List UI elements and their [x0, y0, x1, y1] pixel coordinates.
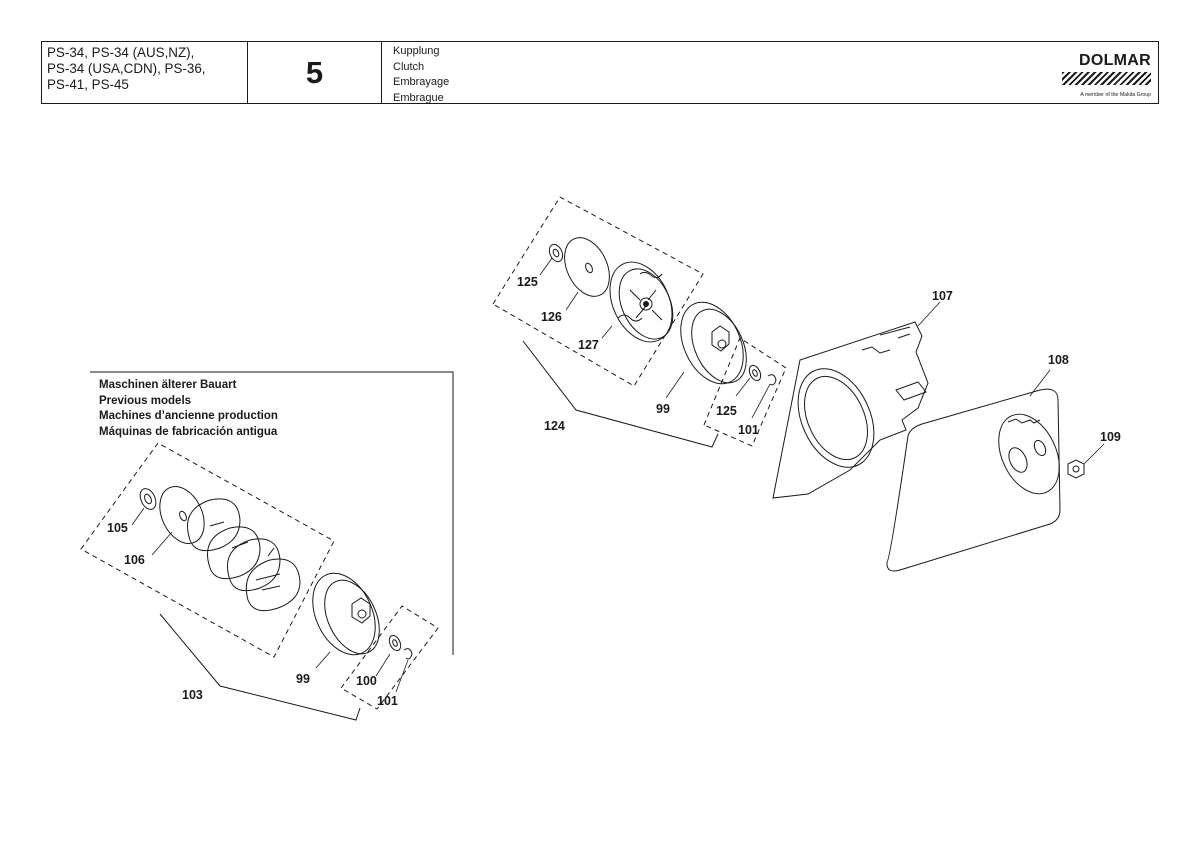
callout-127: 127	[578, 338, 599, 352]
callout-126: 126	[541, 310, 562, 324]
callout-109: 109	[1100, 430, 1121, 444]
callout-108: 108	[1048, 353, 1069, 367]
callout-105: 105	[107, 521, 128, 535]
dashed-box-124	[492, 196, 704, 387]
clutch-127-part	[609, 261, 674, 343]
callout-103: 103	[182, 688, 203, 702]
callout-125-upper: 125	[517, 275, 538, 289]
brand-logo: DOLMAR A member of the Makita Group	[1059, 42, 1153, 103]
bracket-124	[522, 340, 719, 448]
model-list: PS-34, PS-34 (AUS,NZ), PS-34 (USA,CDN), …	[42, 42, 248, 103]
callout-101-lower: 101	[377, 694, 398, 708]
model-line: PS-41, PS-45	[47, 77, 129, 93]
title-es: Embrague	[393, 91, 444, 104]
heading-de: Maschinen älterer Bauart	[99, 379, 237, 391]
nut-109-part	[1067, 459, 1085, 479]
model-line: PS-34, PS-34 (AUS,NZ),	[47, 45, 195, 60]
title-en: Clutch	[393, 60, 425, 73]
model-line: PS-34 (USA,CDN), PS-36,	[47, 61, 206, 77]
washer-125-upper-part	[748, 364, 762, 382]
callout-106: 106	[124, 553, 145, 567]
leader-lines	[131, 257, 1105, 693]
washer-105-part	[139, 488, 157, 510]
title-fr: Embrayage	[393, 76, 450, 88]
callout-124: 124	[544, 419, 565, 433]
clip-101-lower-part	[403, 648, 413, 660]
header-bar: PS-34, PS-34 (AUS,NZ), PS-34 (USA,CDN), …	[41, 41, 1159, 104]
brand-tagline: A member of the Makita Group	[1080, 92, 1151, 98]
clutch-cover-108-part	[886, 388, 1061, 572]
callout-99-lower: 99	[296, 672, 310, 686]
callout-101-upper: 101	[738, 423, 759, 437]
disc-106-part	[159, 486, 205, 544]
clutch-shoes-part	[187, 498, 301, 612]
washer-125-part	[548, 243, 564, 263]
old-models-frame	[90, 371, 454, 655]
title-de: Kupplung	[393, 45, 440, 57]
page-number: 5	[248, 42, 382, 103]
drum-99-lower-part	[312, 572, 380, 656]
callout-100: 100	[356, 674, 377, 688]
heading-fr: Machines d’ancienne production	[99, 410, 278, 422]
sprocket-cover-107-part	[772, 321, 929, 499]
bracket-103	[159, 613, 361, 721]
clip-101-upper-part	[767, 374, 777, 386]
previous-models-heading: Maschinen älterer Bauart Previous models…	[99, 378, 278, 440]
drum-99-upper-part	[680, 301, 747, 385]
callout-107: 107	[932, 289, 953, 303]
callout-125-mid: 125	[716, 404, 737, 418]
heading-es: Máquinas de fabricación antigua	[99, 425, 278, 438]
section-titles: Kupplung Clutch Embrayage Embrague	[382, 42, 782, 104]
brand-name: DOLMAR	[1078, 52, 1151, 69]
callout-99-upper: 99	[656, 402, 670, 416]
washer-100-part	[388, 634, 402, 652]
disc-126-part	[564, 237, 610, 297]
heading-en: Previous models	[99, 394, 192, 407]
brand-hatch-stripe	[1062, 72, 1151, 85]
dashed-box-100-101-lower	[340, 605, 439, 710]
